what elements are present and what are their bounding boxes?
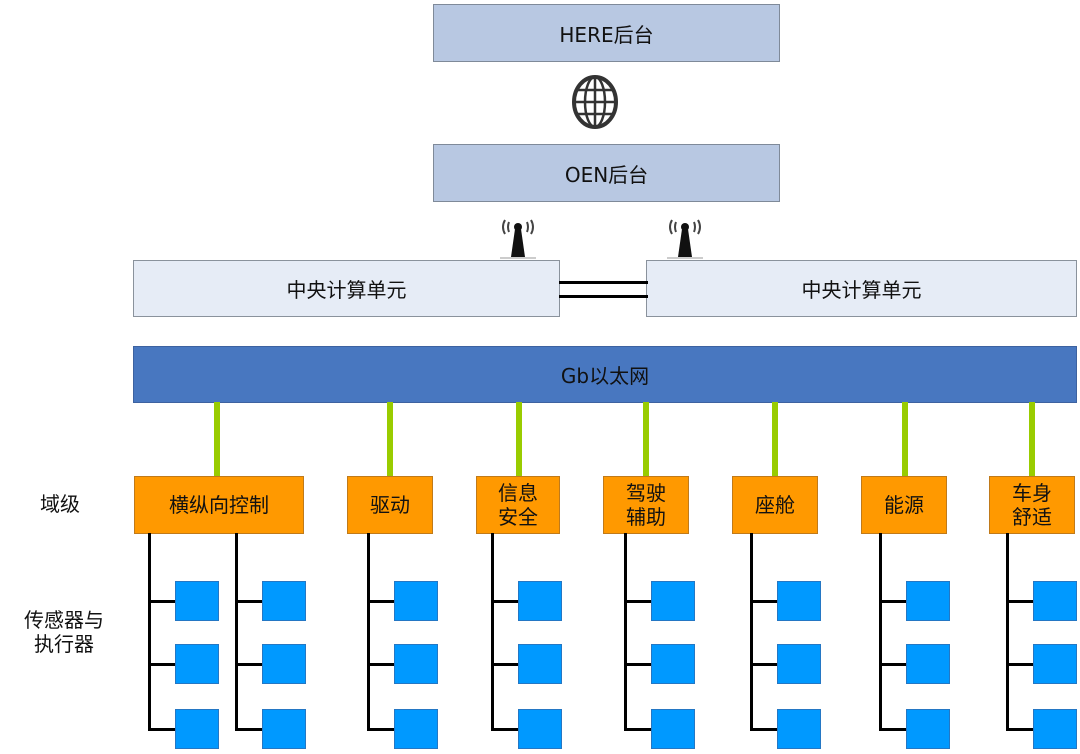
domain-label-line2: 舒适 — [1012, 505, 1052, 529]
domain-box-info-security: 信息 安全 — [476, 476, 560, 534]
tree-branch-line — [148, 600, 176, 603]
tree-branch-line — [1006, 600, 1034, 603]
sensor-actuator-node — [394, 709, 438, 749]
tree-trunk-line — [367, 533, 370, 731]
bus-connector — [516, 402, 522, 478]
sensor-actuator-node — [518, 709, 562, 749]
row-label-sensors-line1: 传感器与 — [24, 608, 104, 632]
tree-branch-line — [750, 600, 778, 603]
sensor-actuator-node — [1033, 644, 1077, 684]
cpu-link-line-1 — [559, 281, 648, 284]
domain-label-line1: 座舱 — [755, 493, 795, 517]
tree-branch-line — [235, 663, 263, 666]
tree-trunk-line — [491, 533, 494, 731]
cpu-link-line-2 — [559, 295, 648, 298]
sensor-actuator-node — [651, 644, 695, 684]
domain-box-powertrain: 驱动 — [347, 476, 433, 534]
tree-branch-line — [491, 663, 519, 666]
bus-connector — [902, 402, 908, 478]
tree-trunk-line — [1006, 533, 1009, 731]
antenna-icon — [667, 219, 703, 259]
tree-trunk-line — [750, 533, 753, 731]
sensor-actuator-node — [1033, 709, 1077, 749]
sensor-actuator-node — [906, 581, 950, 621]
oen-backend-label: OEN后台 — [564, 162, 649, 187]
domain-label-line1: 驾驶 — [626, 481, 666, 505]
tree-branch-line — [879, 728, 907, 731]
domain-label-line1: 信息 — [498, 481, 538, 505]
domain-label-line2: 安全 — [498, 505, 538, 529]
sensor-actuator-node — [262, 709, 306, 749]
bus-connector — [1029, 402, 1035, 478]
tree-branch-line — [879, 663, 907, 666]
domain-box-body-comfort: 车身 舒适 — [989, 476, 1075, 534]
domain-box-driver-assist: 驾驶 辅助 — [603, 476, 689, 534]
sensor-actuator-node — [651, 581, 695, 621]
tree-branch-line — [750, 663, 778, 666]
tree-trunk-line — [624, 533, 627, 731]
bus-connector — [214, 402, 220, 478]
tree-branch-line — [491, 728, 519, 731]
tree-branch-line — [624, 600, 652, 603]
row-label-sensors-line2: 执行器 — [34, 632, 94, 656]
bus-connector — [387, 402, 393, 478]
sensor-actuator-node — [906, 644, 950, 684]
central-compute-unit-right-label: 中央计算单元 — [801, 278, 922, 302]
domain-label-line1: 能源 — [884, 493, 924, 517]
sensor-actuator-node — [175, 709, 219, 749]
domain-box-chassis-control: 横纵向控制 — [134, 476, 304, 534]
tree-branch-line — [235, 600, 263, 603]
sensor-actuator-node — [262, 644, 306, 684]
domain-box-cockpit: 座舱 — [732, 476, 818, 534]
sensor-actuator-node — [518, 581, 562, 621]
sensor-actuator-node — [175, 644, 219, 684]
bus-connector — [643, 402, 649, 478]
sensor-actuator-node — [777, 581, 821, 621]
central-compute-unit-left: 中央计算单元 — [133, 260, 560, 317]
sensor-actuator-node — [394, 581, 438, 621]
sensor-actuator-node — [651, 709, 695, 749]
tree-branch-line — [148, 663, 176, 666]
sensor-actuator-node — [777, 644, 821, 684]
sensor-actuator-node — [777, 709, 821, 749]
tree-branch-line — [367, 600, 395, 603]
sensor-actuator-node — [518, 644, 562, 684]
domain-label-line1: 车身 — [1012, 481, 1052, 505]
row-label-domain-level: 域级 — [40, 492, 80, 516]
sensor-actuator-node — [1033, 581, 1077, 621]
row-label-sensors-actuators: 传感器与 执行器 — [14, 608, 114, 656]
tree-branch-line — [367, 663, 395, 666]
gigabit-ethernet-bus-label: Gb以太网 — [560, 364, 650, 388]
sensor-actuator-node — [262, 581, 306, 621]
domain-label-line1: 驱动 — [370, 493, 410, 517]
tree-branch-line — [1006, 663, 1034, 666]
tree-trunk-line — [879, 533, 882, 731]
tree-branch-line — [235, 728, 263, 731]
here-backend-box: HERE后台 — [433, 4, 780, 62]
domain-box-energy: 能源 — [861, 476, 947, 534]
tree-branch-line — [367, 728, 395, 731]
tree-branch-line — [624, 728, 652, 731]
tree-branch-line — [491, 600, 519, 603]
tree-branch-line — [879, 600, 907, 603]
bus-connector — [772, 402, 778, 478]
central-compute-unit-right: 中央计算单元 — [646, 260, 1077, 317]
sensor-actuator-node — [394, 644, 438, 684]
sensor-actuator-node — [906, 709, 950, 749]
gigabit-ethernet-bus: Gb以太网 — [133, 346, 1077, 403]
tree-trunk-line — [235, 533, 238, 731]
oen-backend-box: OEN后台 — [433, 144, 780, 202]
here-backend-label: HERE后台 — [559, 22, 654, 47]
tree-trunk-line — [148, 533, 151, 731]
tree-branch-line — [148, 728, 176, 731]
globe-icon — [572, 75, 618, 129]
central-compute-unit-left-label: 中央计算单元 — [286, 278, 407, 302]
tree-branch-line — [1006, 728, 1034, 731]
antenna-icon — [500, 219, 536, 259]
tree-branch-line — [624, 663, 652, 666]
domain-label-line1: 横纵向控制 — [169, 493, 269, 517]
tree-branch-line — [750, 728, 778, 731]
sensor-actuator-node — [175, 581, 219, 621]
domain-label-line2: 辅助 — [626, 505, 666, 529]
